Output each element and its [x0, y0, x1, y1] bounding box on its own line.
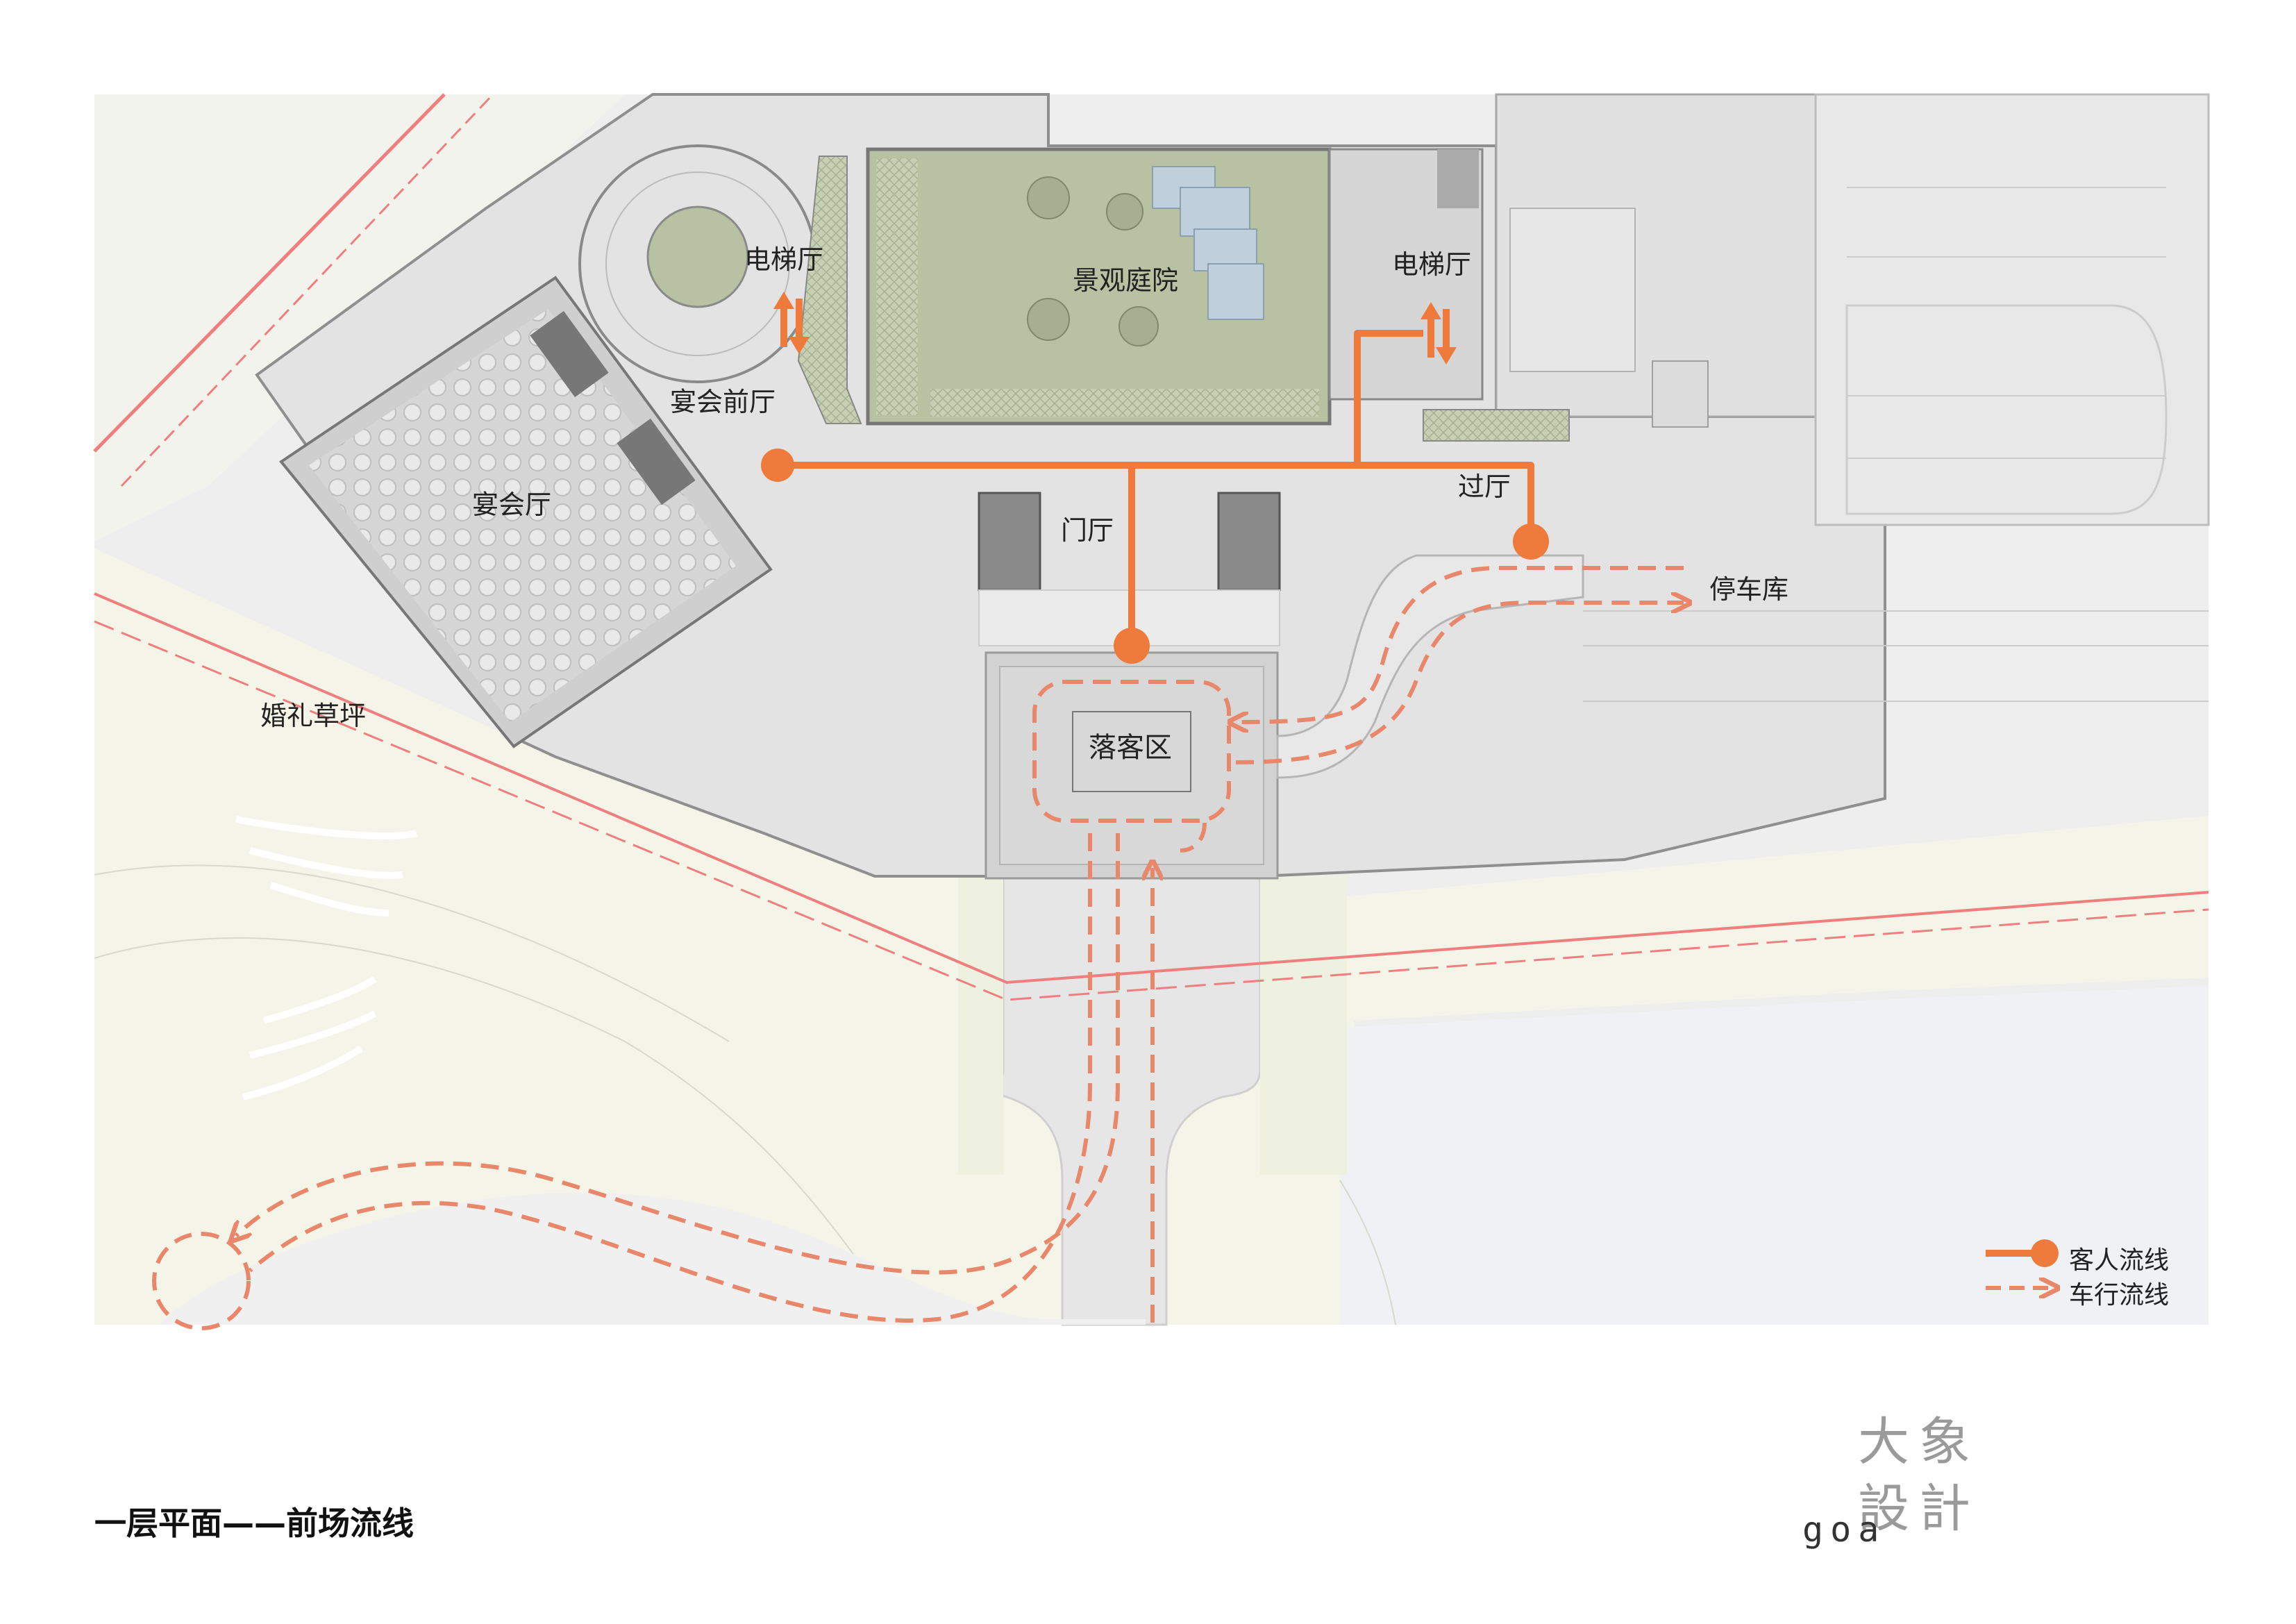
north-annex-inner [1509, 208, 1636, 372]
label-banquet-hall: 宴会厅 [472, 489, 552, 520]
label-drop-off-zone: 落客区 [1089, 732, 1172, 764]
parking-ramp [1845, 304, 2168, 515]
courtyard-pool [1152, 166, 1264, 320]
lobby-block-right [1217, 492, 1281, 592]
legend-guest-flow-icon [1986, 1239, 2059, 1267]
stage-block-1 [530, 310, 609, 398]
approach-road [160, 1192, 1146, 1325]
logo-line-2: 設計 [1858, 1479, 1980, 1539]
entrance-driveway [998, 875, 1262, 1326]
lawn-contours [235, 816, 418, 1100]
garage-ramp [1276, 554, 1584, 779]
foyer-planter [797, 156, 862, 424]
elevator-up-down-icon [1421, 302, 1457, 365]
round-planter [646, 206, 749, 308]
label-transit-hall: 过厅 [1458, 471, 1511, 502]
drop-off-canopy-inner [999, 666, 1264, 865]
courtyard-hedge-bottom [930, 389, 1319, 417]
label-landscape-courtyard: 景观庭院 [1073, 265, 1179, 296]
flow-node-icon [1513, 524, 1549, 560]
guest-flow-line [778, 330, 1534, 646]
plaza-strip-left [958, 876, 1003, 1175]
elevator-up-down-icon [773, 292, 810, 354]
legend-guest-flow-label: 客人流线 [2069, 1246, 2170, 1275]
flow-node-icon [1114, 628, 1150, 664]
brand-logo: 大象 設計 goa [1802, 1412, 1983, 1550]
banquet-hall-floor [309, 309, 736, 722]
courtyard-hedge-left [876, 158, 918, 415]
legend-vehicle-flow-label: 车行流线 [2069, 1281, 2170, 1309]
turnaround-circle [152, 1232, 251, 1330]
foyer-rotunda-inner [605, 171, 790, 356]
label-parking-garage: 停车库 [1709, 574, 1789, 605]
southeast-surroundings [1340, 986, 2209, 1325]
site-lines [94, 864, 1396, 1325]
road-boundaries [93, 93, 2209, 1001]
label-elevator-hall-right: 电梯厅 [1392, 249, 1472, 280]
drop-off-zone-box [1072, 711, 1191, 792]
east-planter [1423, 409, 1570, 442]
parking-stalls [1583, 187, 2209, 702]
east-core-stair [1437, 149, 1479, 208]
parking-block [1814, 93, 2210, 526]
flow-node-icon [761, 449, 794, 482]
label-wedding-lawn: 婚礼草坪 [260, 701, 367, 731]
logo-line-1: 大象 [1858, 1412, 1980, 1472]
stage-block-2 [617, 418, 696, 505]
drop-off-zone-loop [1032, 680, 1231, 823]
north-annex-stair [1652, 360, 1709, 428]
plaza-strip-right [1260, 876, 1347, 1175]
vehicle-flow-line [236, 566, 1684, 1323]
courtyard-trees [1027, 176, 1159, 346]
label-elevator-hall-left: 电梯厅 [744, 244, 824, 275]
page-caption: 一层平面——前场流线 [94, 1505, 414, 1542]
label-banquet-foyer: 宴会前厅 [670, 387, 776, 417]
logo-brand: goa [1802, 1509, 1886, 1550]
label-lobby: 门厅 [1061, 515, 1114, 546]
lobby-block-left [978, 492, 1041, 592]
